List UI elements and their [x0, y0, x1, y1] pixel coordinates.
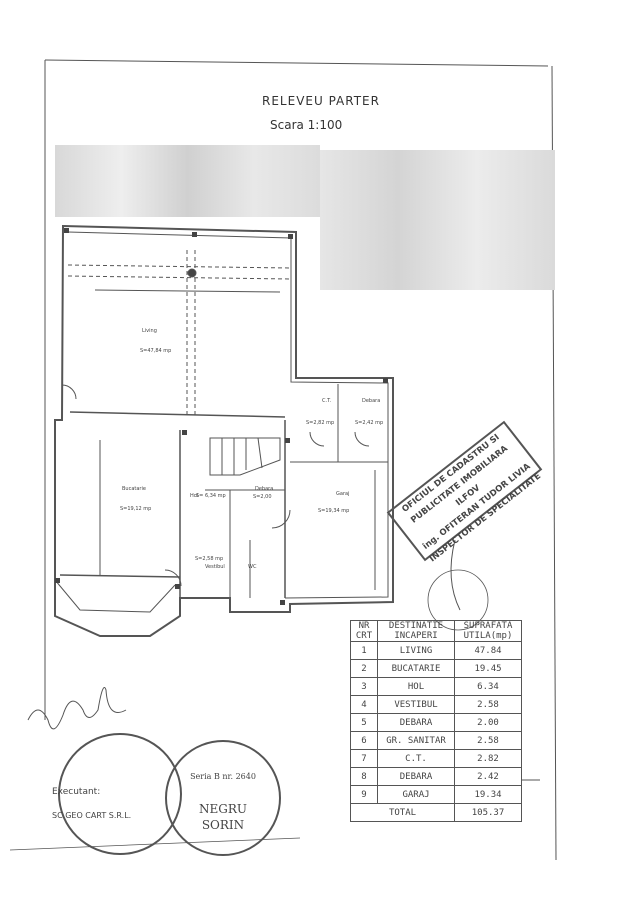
signature-scribble — [450, 539, 461, 611]
cell-nr: 2 — [350, 659, 378, 678]
table-header-row: NR CRT DESTINATIE INCAPERI SUPRAFATA UTI… — [350, 620, 522, 642]
door-swing — [271, 509, 291, 529]
column — [187, 268, 197, 278]
cell-nr: 5 — [350, 713, 378, 732]
cell-area: 19.45 — [454, 659, 522, 678]
room-area-garage: S=19,34 mp — [318, 508, 349, 514]
room-area-kitchen: S=19,12 mp — [120, 506, 151, 512]
room-label-debara: Debara — [362, 398, 380, 404]
cell-name: HOL — [377, 677, 455, 696]
wall-living-bottom — [69, 411, 286, 418]
cell-name: C.T. — [377, 749, 455, 768]
room-area-hol: S= 6,34 mp — [196, 493, 226, 499]
signature-scribble — [27, 687, 127, 730]
room-area-ct: S=2,82 mp — [306, 420, 334, 426]
total-label: TOTAL — [350, 803, 455, 822]
cell-nr: 8 — [350, 767, 378, 786]
cell-nr: 7 — [350, 749, 378, 768]
document-title: RELEVEU PARTER — [262, 94, 380, 108]
cell-area: 2.82 — [454, 749, 522, 768]
door-swing — [309, 431, 325, 447]
stamp-name-line: NEGRU — [199, 802, 247, 816]
cell-name: VESTIBUL — [377, 695, 455, 714]
cell-name: DEBARA — [377, 713, 455, 732]
inner-wall-line — [67, 231, 389, 599]
cell-area: 2.58 — [454, 731, 522, 750]
door-swing — [164, 569, 182, 587]
header-destinatie: DESTINATIE INCAPERI — [377, 620, 455, 642]
cell-area: 47.84 — [454, 641, 522, 660]
document-scale: Scara 1:100 — [270, 118, 343, 132]
room-area-table: NR CRT DESTINATIE INCAPERI SUPRAFATA UTI… — [350, 620, 522, 822]
stamp-name-line: SORIN — [201, 818, 245, 832]
room-area-vestibul: S=2,58 mp — [195, 556, 223, 562]
beam-dashed — [67, 264, 291, 269]
redacted-area — [55, 145, 320, 217]
executant-firm: SC GEO CART S.R.L. — [52, 811, 132, 820]
cell-nr: 6 — [350, 731, 378, 750]
table-total-row: TOTAL 105.37 — [350, 803, 522, 822]
cell-area: 2.58 — [454, 695, 522, 714]
room-area-debara2: S=2,00 — [253, 494, 272, 500]
cell-name: LIVING — [377, 641, 455, 660]
cell-nr: 4 — [350, 695, 378, 714]
cell-name: BUCATARIE — [377, 659, 455, 678]
total-value: 105.37 — [454, 803, 522, 822]
cell-nr: 1 — [350, 641, 378, 660]
wall — [59, 574, 181, 578]
room-area-debara: S=2,42 mp — [355, 420, 383, 426]
cell-area: 2.00 — [454, 713, 522, 732]
room-label-living: Living — [142, 328, 157, 334]
beam-dashed — [67, 275, 291, 280]
stamp-number: Seria B nr. 2640 — [190, 772, 256, 781]
stairs — [209, 437, 281, 476]
dim-line — [94, 289, 281, 293]
room-label-garage: Garaj — [336, 491, 349, 497]
cell-nr: 9 — [350, 785, 378, 804]
room-label-wc: WC — [248, 564, 257, 570]
cell-name: GR. SANITAR — [377, 731, 455, 750]
redacted-area — [320, 150, 555, 290]
cell-area: 2.42 — [454, 767, 522, 786]
cell-area: 19.34 — [454, 785, 522, 804]
cell-area: 6.34 — [454, 677, 522, 696]
header-nr: NR CRT — [350, 620, 378, 642]
room-label-vestibul: Vestibul — [205, 564, 225, 570]
cell-nr: 3 — [350, 677, 378, 696]
executant-label: Executant: — [52, 787, 101, 797]
room-label-kitchen: Bucatarie — [122, 486, 146, 492]
cell-name: DEBARA — [377, 767, 455, 786]
cell-name: GARAJ — [377, 785, 455, 804]
room-label-debara2: Debara — [255, 486, 273, 492]
door-swing — [354, 431, 370, 447]
room-label-hol: Hol — [190, 493, 198, 499]
room-area-living: S=47,84 mp — [140, 348, 171, 354]
header-suprafata: SUPRAFATA UTILA(mp) — [454, 620, 522, 642]
bay-window — [54, 579, 176, 613]
room-label-ct: C.T. — [322, 398, 332, 404]
authorization-stamp: Seria B nr. 2640 NEGRU SORIN — [165, 740, 281, 856]
door-swing — [61, 384, 77, 400]
paper-edge-top — [44, 59, 549, 67]
